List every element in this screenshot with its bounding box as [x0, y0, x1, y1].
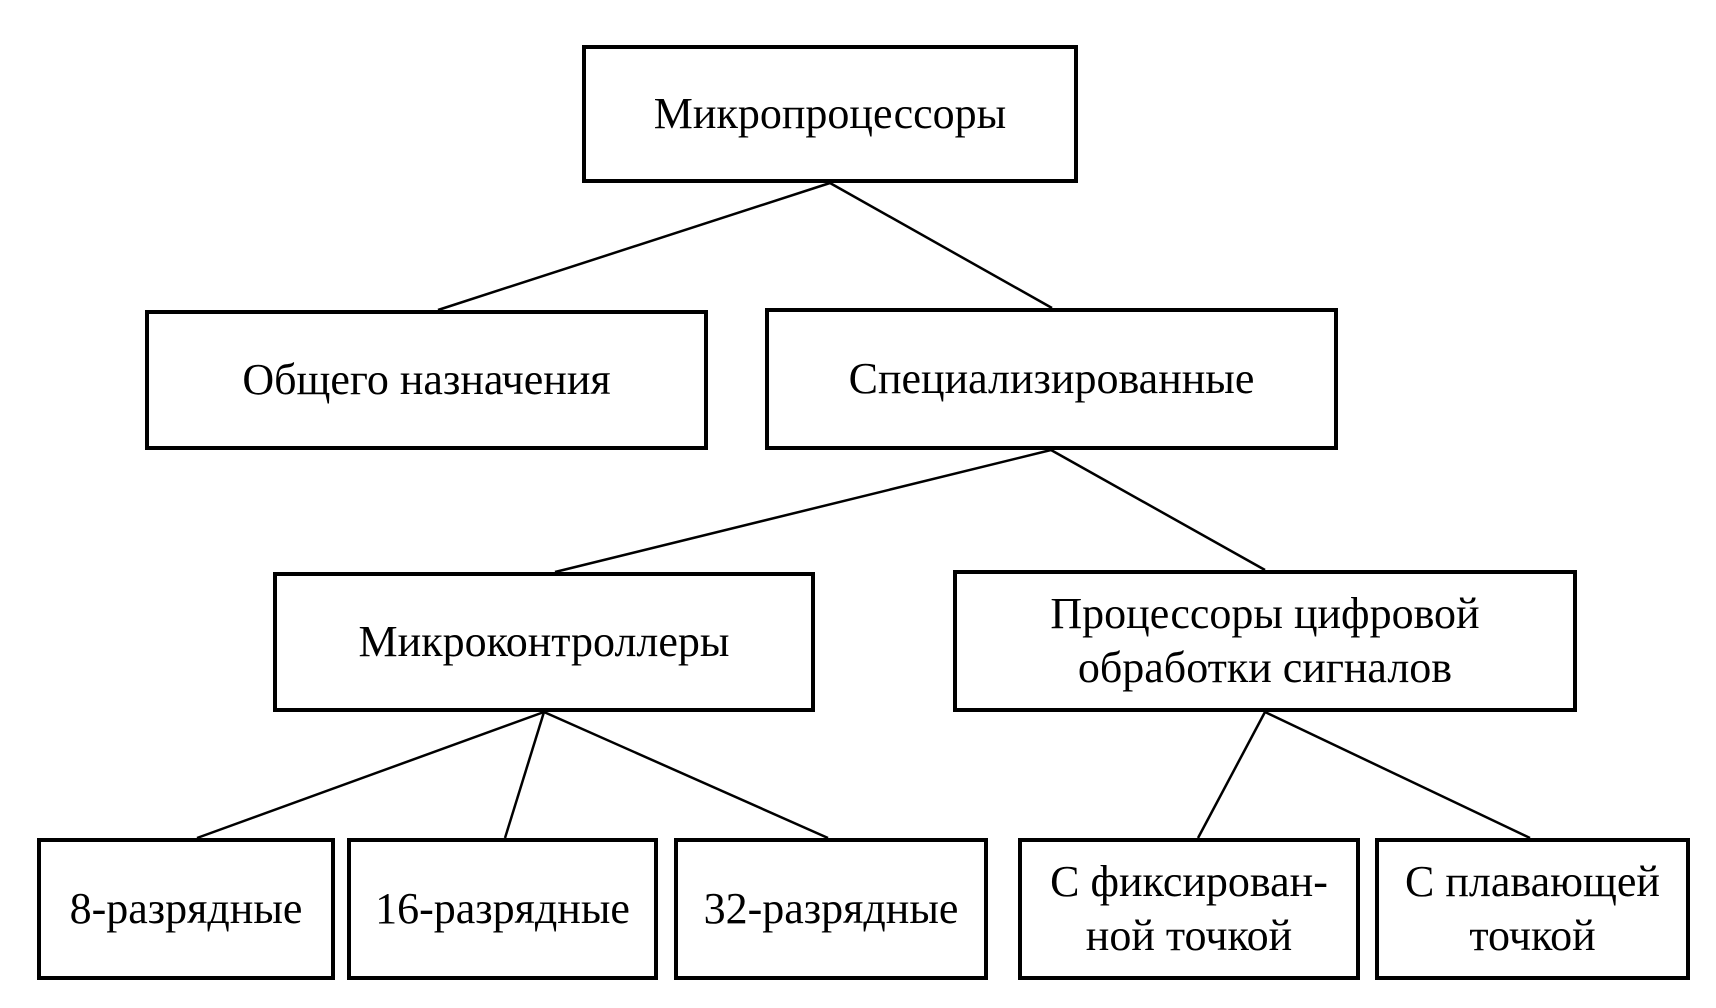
node-16bit: 16-разрядные	[347, 838, 658, 980]
node-label: Микропроцессоры	[653, 89, 1007, 139]
node-fixed-point: С фиксирован- ной точкой	[1018, 838, 1360, 980]
node-label: Общего назначения	[242, 355, 611, 405]
node-8bit: 8-разрядные	[37, 838, 335, 980]
node-label: 8-разрядные	[69, 884, 303, 934]
edge-microcontrollers-to-bit8	[196, 710, 545, 840]
edge-microprocessors-to-general-purpose	[437, 181, 831, 312]
node-microprocessors: Микропроцессоры	[582, 45, 1078, 183]
edge-dsp-to-fixed-point	[1196, 711, 1267, 839]
node-floating-point: С плавающей точкой	[1375, 838, 1690, 980]
node-label: Микроконтроллеры	[358, 617, 730, 667]
node-label: Процессоры цифровой обработки сигналов	[1050, 589, 1480, 692]
edge-microcontrollers-to-bit32	[543, 710, 829, 840]
node-label: С плавающей точкой	[1405, 857, 1660, 960]
node-microcontrollers: Микроконтроллеры	[273, 572, 815, 712]
edge-microprocessors-to-specialized	[829, 181, 1053, 310]
node-32bit: 32-разрядные	[674, 838, 988, 980]
edge-microcontrollers-to-bit16	[503, 711, 546, 839]
node-specialized: Специализированные	[765, 308, 1338, 450]
edge-specialized-to-microcontrollers	[554, 448, 1052, 574]
node-label: 32-разрядные	[703, 884, 959, 934]
node-label: Специализированные	[848, 354, 1255, 404]
node-general-purpose: Общего назначения	[145, 310, 708, 450]
node-label: 16-разрядные	[375, 884, 630, 934]
edge-dsp-to-floating-point	[1264, 710, 1531, 840]
node-dsp: Процессоры цифровой обработки сигналов	[953, 570, 1577, 712]
node-label: С фиксирован- ной точкой	[1050, 857, 1328, 960]
edge-specialized-to-dsp	[1050, 448, 1266, 572]
